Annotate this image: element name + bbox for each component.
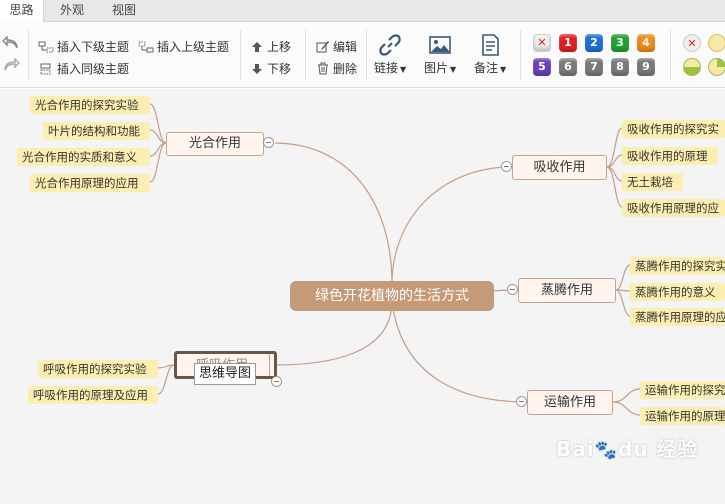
- ribbon-toolbar: 插入下级主题 插入上级主题 插入同级主题 上移 下移 编辑 删除: [0, 22, 725, 88]
- subtopic-photosynthesis-1[interactable]: 光合作用的探究实验: [30, 96, 150, 114]
- chevron-down-icon: ▼: [400, 65, 407, 74]
- insert-child-topic-button[interactable]: 插入下级主题: [38, 38, 129, 55]
- subtopic-transpiration-2[interactable]: 蒸腾作用的意义: [630, 283, 725, 301]
- priority-5-icon[interactable]: 5: [533, 58, 551, 76]
- subtopic-absorption-2[interactable]: 吸收作用的原理: [622, 147, 718, 165]
- mindmap-canvas[interactable]: 绿色开花植物的生活方式 光合作用 光合作用的探究实验 叶片的结构和功能 光合作用…: [0, 89, 725, 504]
- priority-9-icon[interactable]: 9: [637, 58, 655, 76]
- subtopic-absorption-3[interactable]: 无土栽培: [622, 173, 683, 191]
- subtopic-photosynthesis-3[interactable]: 光合作用的实质和意义: [17, 148, 150, 166]
- topic-absorption[interactable]: 吸收作用: [512, 155, 607, 180]
- insert-sibling-topic-button[interactable]: 插入同级主题: [38, 60, 129, 77]
- note-button[interactable]: 备注▼: [474, 34, 506, 76]
- insert-child-icon: [38, 41, 54, 52]
- topic-edit-input[interactable]: 思维导图: [194, 363, 257, 385]
- move-up-button[interactable]: 上移: [250, 38, 291, 55]
- tab-view[interactable]: 视图: [111, 3, 136, 17]
- arrow-up-icon: [252, 41, 262, 52]
- link-icon: [379, 34, 401, 56]
- remove-progress-icon[interactable]: ✕: [683, 34, 701, 52]
- subtopic-photosynthesis-4[interactable]: 光合作用原理的应用: [30, 174, 150, 192]
- insert-sibling-icon: [40, 63, 51, 74]
- priority-2-icon[interactable]: 2: [585, 34, 603, 52]
- root-topic[interactable]: 绿色开花植物的生活方式: [290, 281, 494, 311]
- redo-icon[interactable]: [2, 58, 20, 72]
- edit-icon: [316, 41, 329, 53]
- image-icon: [429, 36, 451, 54]
- arrow-down-icon: [252, 63, 262, 74]
- half-progress-icon[interactable]: [683, 58, 701, 76]
- subtopic-transpiration-3[interactable]: 蒸腾作用原理的应: [630, 308, 725, 326]
- insert-parent-topic-button[interactable]: 插入上级主题: [138, 38, 229, 55]
- quarter-progress-icon[interactable]: [708, 58, 725, 76]
- subtopic-transport-1[interactable]: 运输作用的探究: [640, 381, 725, 399]
- topic-transport[interactable]: 运输作用: [527, 390, 613, 415]
- subtopic-photosynthesis-2[interactable]: 叶片的结构和功能: [43, 122, 150, 140]
- chevron-down-icon: ▼: [500, 65, 507, 74]
- collapse-toggle-icon[interactable]: [516, 396, 527, 407]
- subtopic-respiration-1[interactable]: 呼吸作用的探究实验: [38, 360, 158, 378]
- subtopic-transpiration-1[interactable]: 蒸腾作用的探究实: [630, 257, 725, 275]
- priority-8-icon[interactable]: 8: [611, 58, 629, 76]
- priority-6-icon[interactable]: 6: [559, 58, 577, 76]
- priority-3-icon[interactable]: 3: [611, 34, 629, 52]
- empty-progress-icon[interactable]: [708, 34, 725, 52]
- note-icon: [482, 34, 499, 56]
- subtopic-absorption-1[interactable]: 吸收作用的探究实: [622, 120, 725, 138]
- chevron-down-icon: ▼: [450, 65, 457, 74]
- collapse-toggle-icon[interactable]: [263, 137, 274, 148]
- insert-parent-icon: [138, 41, 154, 52]
- subtopic-absorption-4[interactable]: 吸收作用原理的应: [622, 199, 725, 217]
- priority-7-icon[interactable]: 7: [585, 58, 603, 76]
- ribbon-tab-bar: 思路 外观 视图: [0, 0, 725, 23]
- remove-priority-icon[interactable]: ✕: [533, 34, 551, 52]
- collapse-toggle-icon[interactable]: [507, 284, 518, 295]
- undo-icon[interactable]: [2, 36, 20, 50]
- subtopic-transport-2[interactable]: 运输作用的原理: [640, 407, 725, 425]
- baidu-watermark-logo: Bai🐾du 经验: [556, 437, 699, 461]
- delete-button[interactable]: 删除: [316, 60, 357, 77]
- topic-photosynthesis[interactable]: 光合作用: [166, 132, 264, 156]
- priority-4-icon[interactable]: 4: [637, 34, 655, 52]
- priority-1-icon[interactable]: 1: [559, 34, 577, 52]
- subtopic-respiration-2[interactable]: 呼吸作用的原理及应用: [28, 386, 158, 404]
- topic-transpiration[interactable]: 蒸腾作用: [518, 278, 616, 303]
- trash-icon: [318, 62, 328, 75]
- connector-lines: [149, 103, 641, 416]
- edit-button[interactable]: 编辑: [316, 38, 357, 55]
- collapse-toggle-icon[interactable]: [501, 161, 512, 172]
- link-button[interactable]: 链接▼: [374, 34, 406, 76]
- move-down-button[interactable]: 下移: [250, 60, 291, 77]
- tab-thinking[interactable]: 思路: [0, 0, 44, 23]
- collapse-toggle-icon[interactable]: [271, 376, 282, 387]
- tab-appearance[interactable]: 外观: [59, 3, 84, 17]
- image-button[interactable]: 图片▼: [424, 34, 456, 76]
